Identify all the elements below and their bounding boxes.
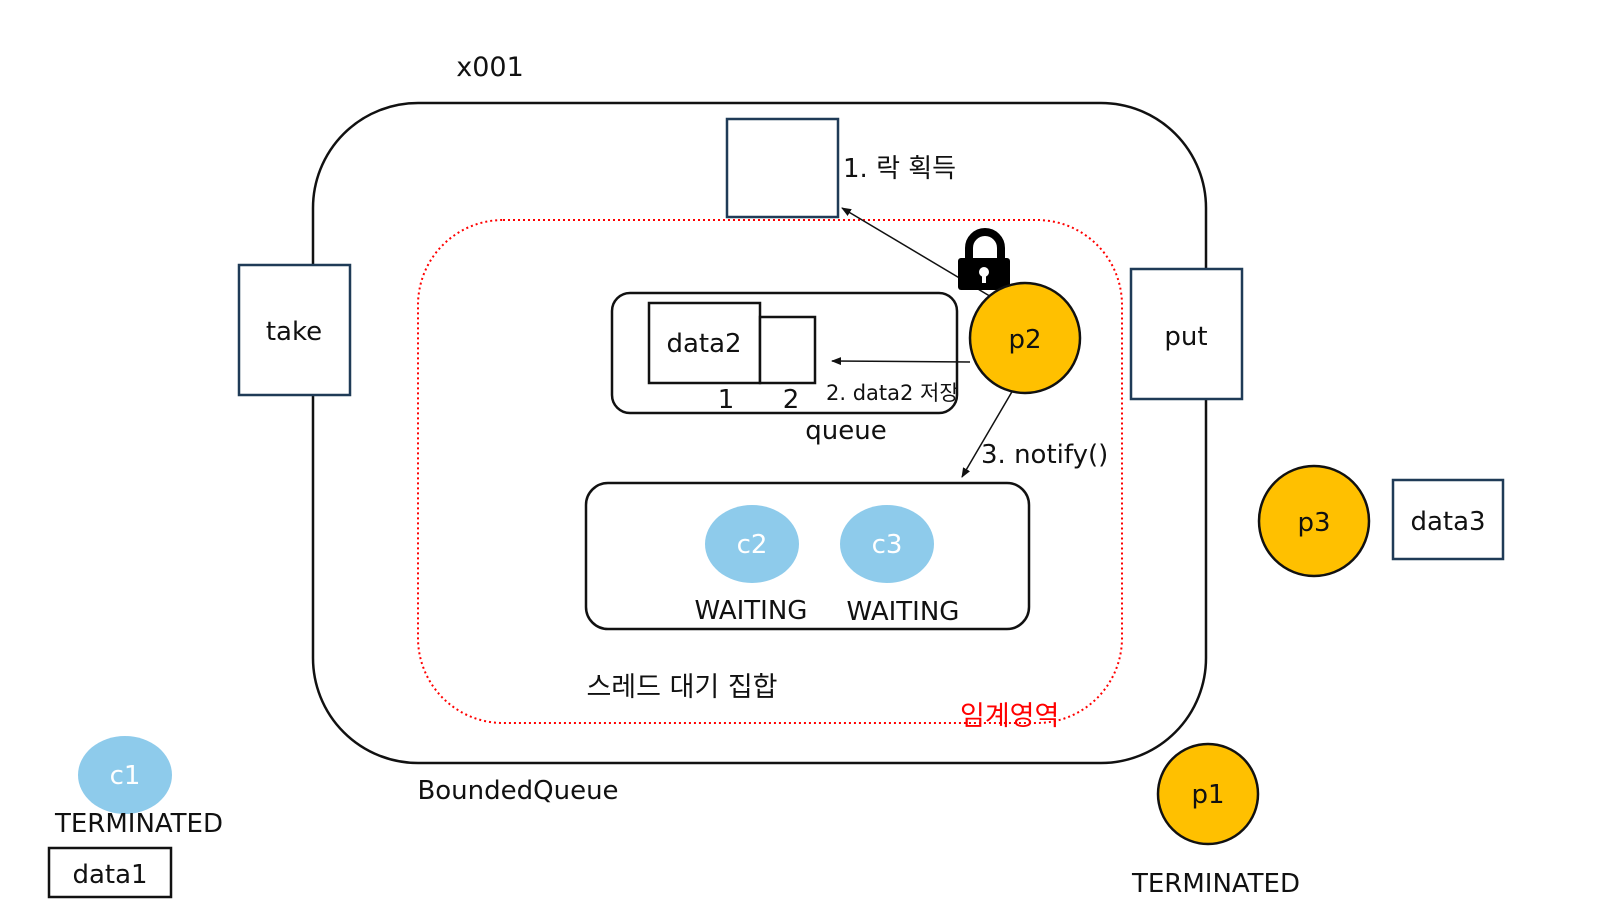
step-notify: 3. notify() <box>981 440 1108 470</box>
arrow-notify <box>961 389 1014 478</box>
monitor-object <box>311 101 1208 765</box>
thread-c2 <box>705 505 799 583</box>
data3-label: data3 <box>1410 507 1485 537</box>
thread-p1-label: p1 <box>1191 780 1224 810</box>
data1-label: data1 <box>72 860 147 890</box>
queue-slot-2 <box>758 315 817 385</box>
thread-c1-label: c1 <box>110 761 141 791</box>
thread-c3 <box>840 505 934 583</box>
thread-p1-state: TERMINATED <box>1131 869 1300 899</box>
lock-slot <box>725 117 840 219</box>
put-method-box <box>1129 267 1244 401</box>
thread-c2-state: WAITING <box>695 596 808 626</box>
thread-c3-label: c3 <box>872 530 903 560</box>
queue-slot-1-index: 1 <box>718 385 735 415</box>
step-acquire-lock: 1. 락 획득 <box>843 154 956 184</box>
arrow-store-data <box>831 357 971 366</box>
wait-set-container <box>584 481 1031 631</box>
thread-c1-state: TERMINATED <box>54 809 223 839</box>
monitor-address: x001 <box>456 52 524 83</box>
thread-p1 <box>1156 742 1260 846</box>
thread-c3-state: WAITING <box>847 597 960 627</box>
data1-box <box>47 846 173 899</box>
queue-slot-2-index: 2 <box>783 385 800 415</box>
thread-p3-label: p3 <box>1297 508 1330 538</box>
wait-set-label: 스레드 대기 집합 <box>586 672 777 703</box>
put-method-label: put <box>1164 322 1207 352</box>
monitor-name: BoundedQueue <box>417 776 618 806</box>
thread-p2 <box>968 281 1082 395</box>
take-method-label: take <box>266 317 322 347</box>
critical-section <box>417 219 1123 724</box>
queue-label: queue <box>805 416 886 446</box>
step-store-data: 2. data2 저장 <box>826 381 959 405</box>
thread-c2-label: c2 <box>737 530 768 560</box>
lock-icon <box>958 228 1010 290</box>
thread-c1 <box>78 736 172 814</box>
thread-p2-label: p2 <box>1008 325 1041 355</box>
thread-p3 <box>1257 464 1371 578</box>
take-method-box <box>237 263 352 397</box>
queue-container <box>610 291 959 415</box>
queue-slot-1-value: data2 <box>666 329 741 359</box>
queue-slot-1 <box>647 301 762 385</box>
data3-box <box>1391 478 1505 561</box>
critical-section-label: 임계영역 <box>960 701 1059 732</box>
